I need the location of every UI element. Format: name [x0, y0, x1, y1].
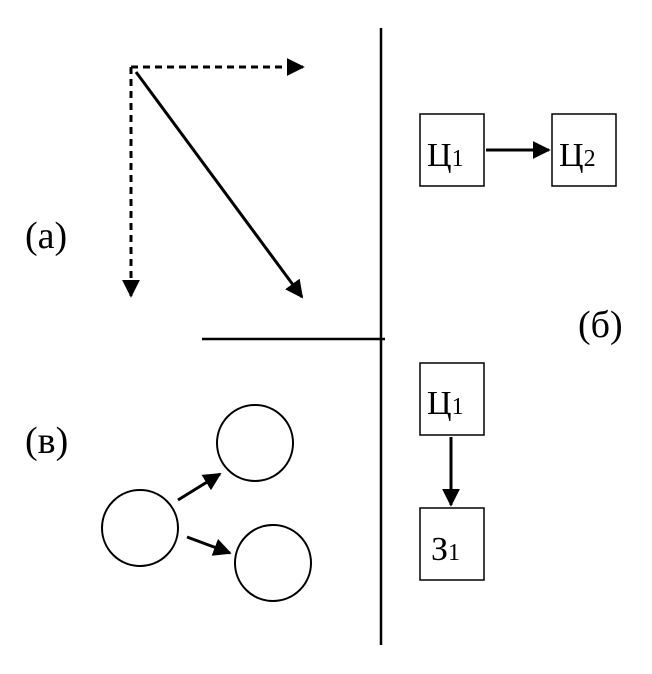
box-top-right-letter: Ц [559, 137, 584, 174]
panel-b: Ц1 Ц2 (б) Ц1 З1 [419, 113, 623, 581]
panel-v: (в) [25, 404, 312, 602]
box-bottom-lower-letter: З [431, 531, 448, 568]
box-bottom-upper-letter: Ц [427, 385, 452, 422]
box-bottom-lower [419, 507, 485, 581]
panel-b-label: (б) [578, 304, 623, 346]
circle-lower-target [234, 524, 312, 602]
arrow-to-lower-circle [186, 535, 232, 556]
box-top-right-index: 2 [584, 146, 596, 172]
box-bottom-lower-text: З1 [431, 531, 460, 568]
panel-a: (а) [25, 58, 305, 299]
box-bottom-upper [419, 362, 485, 436]
solid-diagonal-arrow [134, 71, 304, 299]
box-bottom-upper-index: 1 [452, 394, 464, 420]
panel-a-label: (а) [25, 215, 67, 257]
panel-v-label: (в) [25, 420, 68, 462]
box-top-left [419, 113, 485, 187]
box-top-right-text: Ц2 [559, 137, 596, 174]
box-top-left-index: 1 [452, 146, 464, 172]
circle-source [101, 489, 179, 567]
box-bottom-upper-text: Ц1 [427, 385, 464, 422]
box-top-left-text: Ц1 [427, 137, 464, 174]
circle-upper-target [216, 404, 294, 482]
box-top-right [551, 113, 617, 187]
box-top-left-letter: Ц [427, 137, 452, 174]
arrow-to-upper-circle [177, 472, 222, 502]
box-bottom-lower-index: 1 [448, 540, 460, 566]
